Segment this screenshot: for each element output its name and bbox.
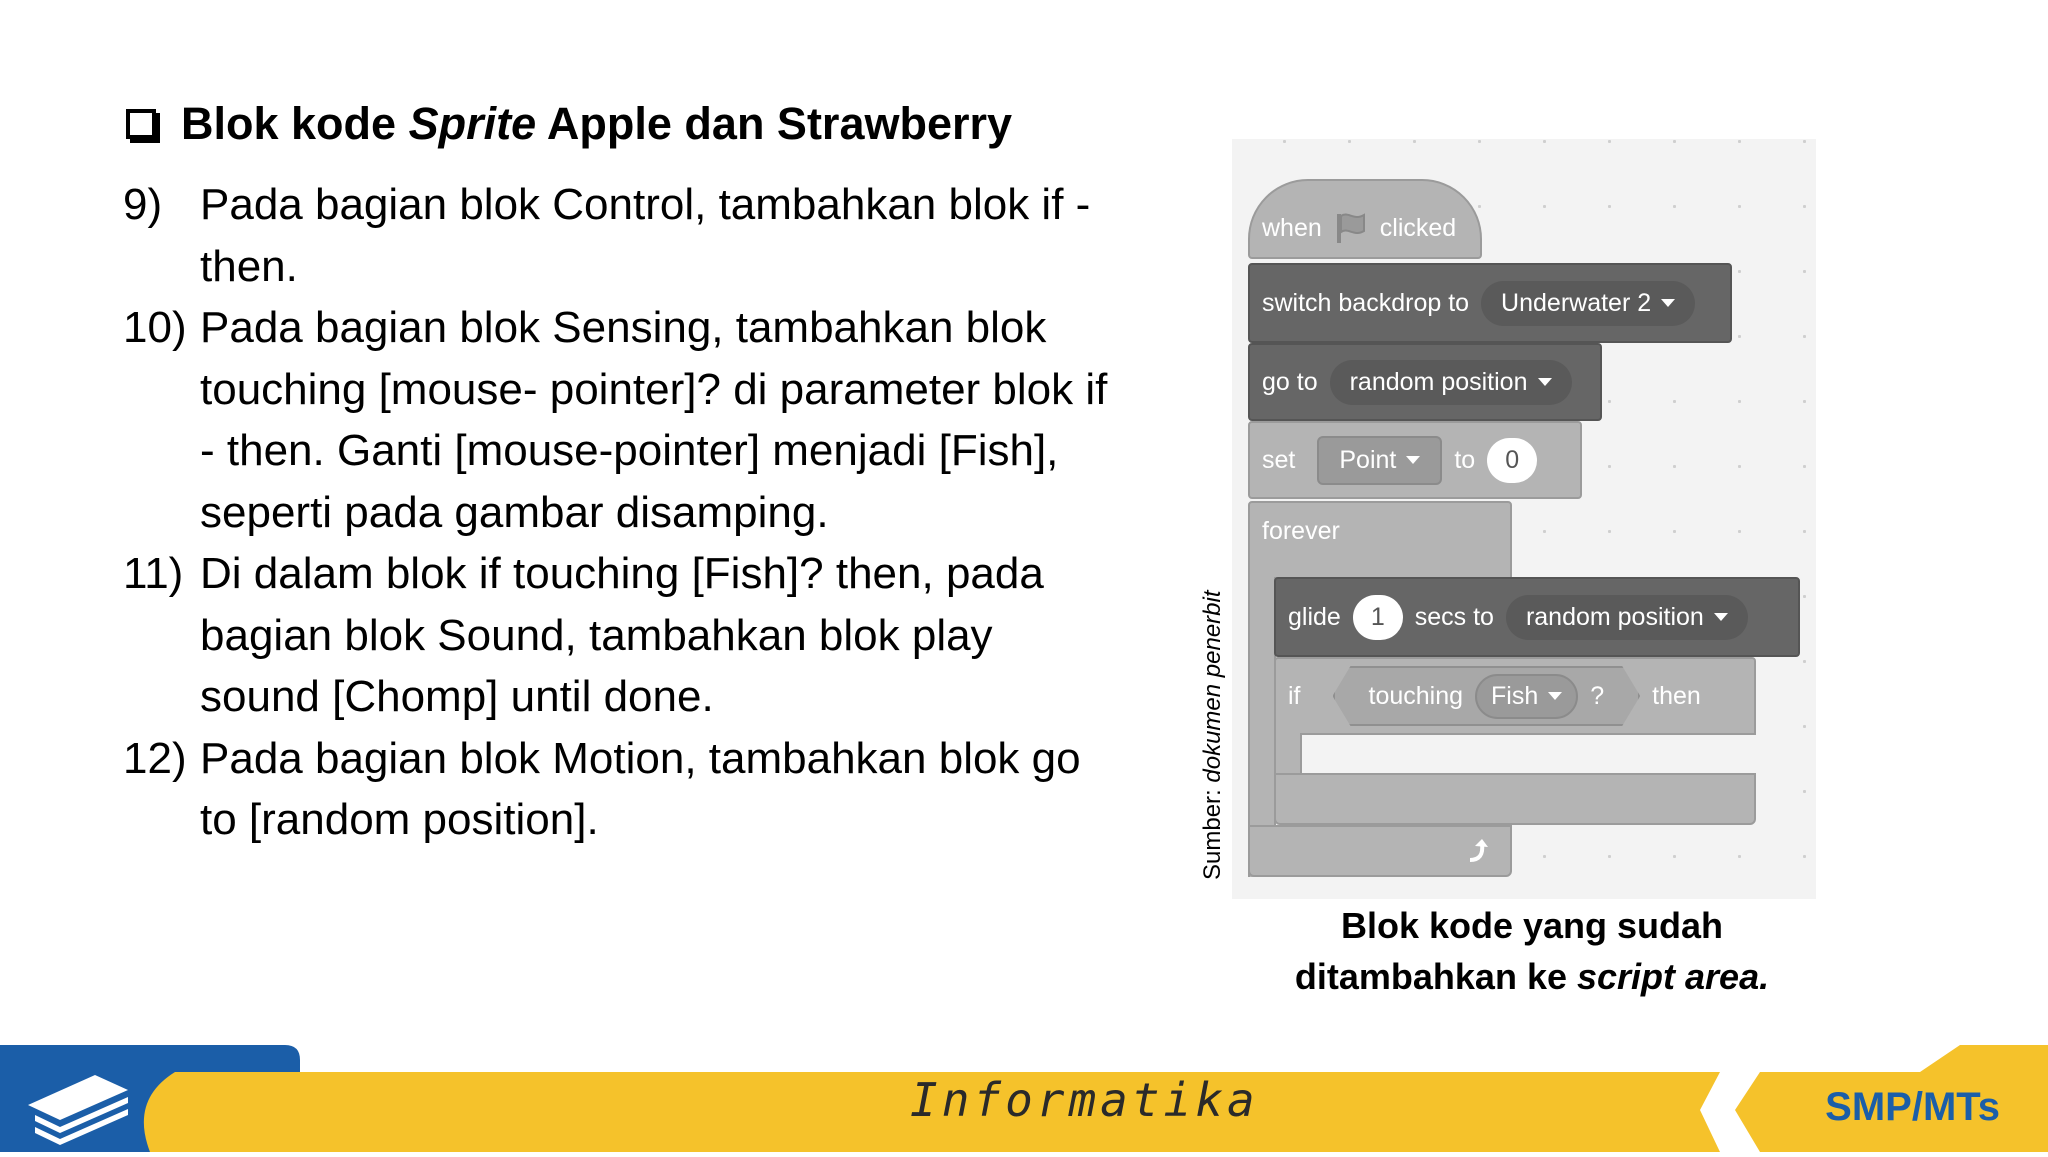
- when-label: when: [1262, 213, 1322, 242]
- dropdown-arrow-icon: [1548, 692, 1562, 700]
- script-area: when clicked switch backdrop to Underwat…: [1232, 139, 1816, 899]
- caption-line-1: Blok kode yang sudah: [1340, 905, 1724, 946]
- section-heading: Blok kode Sprite Apple dan Strawberry: [126, 92, 1012, 156]
- touching-label: touching: [1368, 681, 1464, 710]
- go-to-value: random position: [1349, 367, 1528, 396]
- footer-graphic: [0, 1045, 2048, 1152]
- if-then-block[interactable]: if touching Fish ? then: [1274, 657, 1756, 735]
- go-to-block[interactable]: go to random position: [1248, 343, 1602, 421]
- glide-block[interactable]: glide 1 secs to random position: [1274, 577, 1800, 657]
- green-flag-icon: [1336, 213, 1365, 243]
- caption-line-2-prefix: ditambahkan ke: [1294, 956, 1577, 997]
- secs-to-label: secs to: [1414, 602, 1494, 631]
- loop-arrow-icon: [1469, 839, 1488, 862]
- step-number: 12): [123, 733, 187, 783]
- variable-value: Point: [1339, 445, 1397, 474]
- touching-dropdown[interactable]: Fish: [1475, 674, 1578, 719]
- heading-text-2: Apple dan Strawberry: [536, 98, 1013, 149]
- glide-label: glide: [1288, 602, 1341, 631]
- step-text: Pada bagian blok Sensing, tambahkan blok…: [200, 303, 1108, 537]
- if-block-bottom: [1274, 773, 1756, 825]
- glide-target-value: random position: [1525, 602, 1704, 631]
- dropdown-arrow-icon: [1713, 613, 1728, 621]
- heading-text-italic: Sprite: [408, 98, 537, 149]
- question-mark-label: ?: [1590, 681, 1605, 710]
- caption-line-2: ditambahkan ke script area.: [1232, 951, 1832, 1002]
- glide-target-dropdown[interactable]: random position: [1505, 594, 1748, 640]
- step-number: 11): [123, 549, 184, 598]
- footer-level: SMP/MTs: [1825, 1085, 2000, 1129]
- credit-prefix: Sumber:: [1199, 782, 1226, 880]
- credit-source: dokumen penerbit: [1199, 590, 1226, 783]
- dropdown-arrow-icon: [1406, 456, 1421, 464]
- dropdown-arrow-icon: [1537, 378, 1552, 386]
- step-number: 9): [123, 180, 163, 229]
- forever-label: forever: [1262, 517, 1340, 545]
- caption-line-2-italic: script area.: [1576, 956, 1770, 997]
- set-variable-block[interactable]: set Point to 0: [1248, 421, 1582, 499]
- backdrop-value: Underwater 2: [1501, 288, 1652, 317]
- set-value-input[interactable]: 0: [1487, 437, 1538, 483]
- go-to-dropdown[interactable]: random position: [1329, 359, 1572, 405]
- switch-backdrop-block[interactable]: switch backdrop to Underwater 2: [1248, 263, 1732, 343]
- dropdown-arrow-icon: [1661, 299, 1676, 307]
- step-text: Pada bagian blok Motion, tambahkan blok …: [200, 733, 1081, 845]
- touching-value: Fish: [1491, 681, 1539, 710]
- variable-dropdown[interactable]: Point: [1317, 435, 1443, 485]
- clicked-label: clicked: [1379, 213, 1457, 242]
- footer-banner: Informatika SMP/MTs: [0, 1045, 2048, 1152]
- set-label: set: [1262, 445, 1296, 474]
- step-item: 9) Pada bagian blok Control, tambahkan bl…: [123, 174, 1123, 297]
- figure-caption: Blok kode yang sudah ditambahkan ke scri…: [1232, 900, 1832, 1002]
- step-item: 12) Pada bagian blok Motion, tambahkan bl…: [123, 728, 1123, 851]
- then-label: then: [1652, 681, 1701, 710]
- heading-text-1: Blok kode: [181, 98, 409, 149]
- image-credit: Sumber: dokumen penerbit: [1199, 590, 1227, 880]
- checkbox-square-icon: [126, 109, 160, 143]
- to-label: to: [1454, 445, 1476, 474]
- books-logo-icon: [28, 1075, 128, 1145]
- step-text: Di dalam blok if touching [Fish]? then, …: [200, 549, 1044, 721]
- step-item: 10) Pada bagian blok Sensing, tambahkan b…: [123, 297, 1123, 543]
- footer-title: Informatika: [910, 1073, 1259, 1127]
- switch-backdrop-label: switch backdrop to: [1262, 288, 1470, 317]
- step-item: 11) Di dalam blok if touching [Fish]? the…: [123, 543, 1123, 728]
- glide-secs-input[interactable]: 1: [1352, 594, 1403, 640]
- touching-condition[interactable]: touching Fish ?: [1333, 666, 1641, 726]
- when-flag-clicked-block[interactable]: when clicked: [1248, 179, 1482, 259]
- step-text: Pada bagian blok Control, tambahkan blok…: [200, 180, 1091, 291]
- backdrop-dropdown[interactable]: Underwater 2: [1481, 280, 1696, 326]
- forever-block-bottom: [1248, 825, 1512, 877]
- go-to-label: go to: [1262, 367, 1318, 396]
- steps-list: 9) Pada bagian blok Control, tambahkan bl…: [123, 174, 1123, 851]
- step-number: 10): [123, 303, 187, 352]
- forever-block[interactable]: forever: [1248, 501, 1512, 579]
- if-label: if: [1288, 681, 1301, 710]
